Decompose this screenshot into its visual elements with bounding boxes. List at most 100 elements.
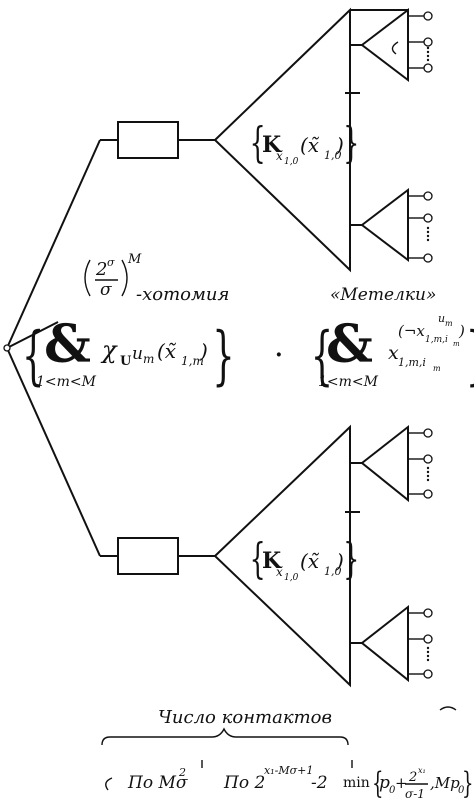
terminal-ellipsis-dot — [426, 46, 430, 50]
lower-arg: (x̃ — [300, 549, 320, 573]
right-conjunction: { & 1<m<M x 1,m,i m (¬x 1,m,i m ) u m } — [311, 312, 474, 393]
lower-brace-right: } — [343, 535, 359, 584]
terminal-ellipsis-dot — [426, 234, 430, 238]
terminal-node — [423, 213, 433, 223]
lower-branch-line — [6, 347, 101, 557]
chotomy-paren-left — [84, 259, 91, 297]
footer-col3-frac-den: σ-1 — [405, 787, 425, 801]
right-conj-sup-open: (¬x — [398, 322, 425, 340]
right-conj-x: x — [388, 342, 399, 364]
middle-branch-stub — [6, 321, 59, 349]
terminal-ellipsis-dot — [426, 646, 430, 650]
lower-func: K — [262, 548, 282, 574]
chotomy-num: 2 — [95, 259, 107, 280]
footer-col3-min: min — [343, 775, 370, 791]
chotomy-paren-right — [121, 259, 128, 297]
lower-small-triangle-b — [360, 604, 409, 683]
lower-arg-close: ) — [335, 549, 344, 573]
upper-func-subsub: 1,0 — [284, 157, 299, 167]
terminal-ellipsis-dot — [426, 54, 430, 58]
chotomy-suffix: -хотомия — [136, 284, 229, 305]
root-node — [3, 344, 11, 352]
upper-brace-right: } — [343, 119, 359, 168]
terminal-ellipsis-dot — [426, 226, 430, 230]
footer-col3-brace-right: } — [462, 765, 473, 800]
terminal-node — [423, 11, 433, 21]
left-conj-u-sub: m — [143, 352, 154, 366]
footer-col3-comma-sub: 0 — [458, 785, 465, 796]
footer-underbrace — [101, 727, 349, 746]
terminal-node — [423, 608, 433, 618]
terminal-node — [423, 454, 433, 464]
terminal-node — [423, 428, 433, 438]
footer-col3-p-sub: 0 — [389, 785, 396, 796]
terminal-ellipsis-dot — [426, 50, 430, 54]
upper-small-triangle-b — [360, 187, 409, 263]
terminal-node — [423, 63, 433, 73]
right-conj-x-sub: 1,m,i — [398, 356, 426, 369]
terminal-node — [423, 37, 433, 47]
left-conj-symbol: & — [44, 314, 91, 375]
chotomy-num-sup: σ — [107, 256, 115, 269]
right-conj-x-subsub: m — [433, 364, 441, 373]
terminal-ellipsis-dot — [426, 470, 430, 474]
footer-col3-frac-num-sup: x₁ — [418, 766, 426, 775]
terminal-ellipsis-dot — [426, 238, 430, 242]
terminal-ellipsis-dot — [426, 658, 430, 662]
terminal-ellipsis-dot — [426, 650, 430, 654]
upper-func: K — [262, 132, 282, 158]
separator-dot: · — [275, 342, 283, 368]
terminal-ellipsis-dot — [426, 478, 430, 482]
upper-block-rect — [117, 121, 179, 159]
right-conj-sup-exp: u — [438, 312, 445, 325]
terminal-node — [423, 489, 433, 499]
upper-arg-sub: 1,0 — [324, 149, 342, 162]
footer-col2-sup: x₁-Mσ+1 — [264, 764, 313, 777]
terminal-node — [423, 634, 433, 644]
upper-arg: (x̃ — [300, 133, 320, 157]
footer-col3-frac-num: 2 — [408, 770, 417, 785]
footer-column-ticks — [201, 760, 353, 768]
root-branches — [3, 139, 101, 557]
left-conj-arg-close: ) — [199, 339, 208, 363]
left-conj-range: 1<m<M — [36, 374, 97, 390]
right-conj-brace-right: } — [466, 319, 474, 393]
footer-corner-mark — [439, 706, 457, 711]
right-conj-sup-close: ) — [458, 322, 465, 340]
upper-small-triangle-a — [360, 7, 409, 83]
left-conj-brace-right: } — [212, 319, 234, 393]
footer-curl-mark — [105, 777, 113, 791]
chotomy-label: 2 σ σ M -хотомия — [84, 252, 229, 305]
terminal-ellipsis-dot — [426, 230, 430, 234]
lower-block-rect — [117, 537, 179, 575]
upper-func-sub: x̃ — [276, 149, 283, 163]
left-conj-arg: (x̃ — [157, 339, 177, 363]
lower-small-triangle-a — [360, 424, 409, 503]
lower-arg-sub: 1,0 — [324, 565, 342, 578]
lower-block-label: { K x̃ 1,0 (x̃ 1,0 ) } — [250, 535, 360, 584]
left-conj-u: u — [132, 344, 143, 364]
lower-func-sub: x̃ — [276, 565, 283, 579]
footer-col2-suffix: -2 — [311, 773, 328, 793]
upper-subtree — [100, 7, 409, 273]
brooms-label: «Метелки» — [330, 285, 436, 305]
terminal-ellipsis-dot — [426, 654, 430, 658]
terminal-ellipsis-dot — [426, 58, 430, 62]
upper-branch-line — [6, 139, 101, 349]
footer-title: Число контактов — [158, 707, 332, 728]
terminal-node — [423, 253, 433, 263]
right-conj-sup-exp-sub: m — [445, 319, 453, 328]
right-conj-range: 1<m<M — [318, 374, 379, 390]
terminal-ellipsis-dot — [426, 466, 430, 470]
footer-col3-brace-left: { — [372, 765, 383, 800]
footer-col1: По Mσ — [127, 773, 188, 793]
footer-col2-prefix: По 2 — [223, 773, 265, 793]
upper-arg-close: ) — [335, 133, 344, 157]
upper-big-triangle — [213, 7, 351, 273]
right-conj-sup-sub: 1,m,i — [425, 335, 448, 345]
left-conj-chi: χ — [100, 336, 118, 364]
left-conj-arg-sub: 1,m — [181, 354, 204, 368]
left-conj-brace-left: { — [22, 319, 44, 393]
contacts-footer: Число контактов По Mσ 2 По 2 x₁-Mσ+1 -2 … — [101, 706, 473, 801]
